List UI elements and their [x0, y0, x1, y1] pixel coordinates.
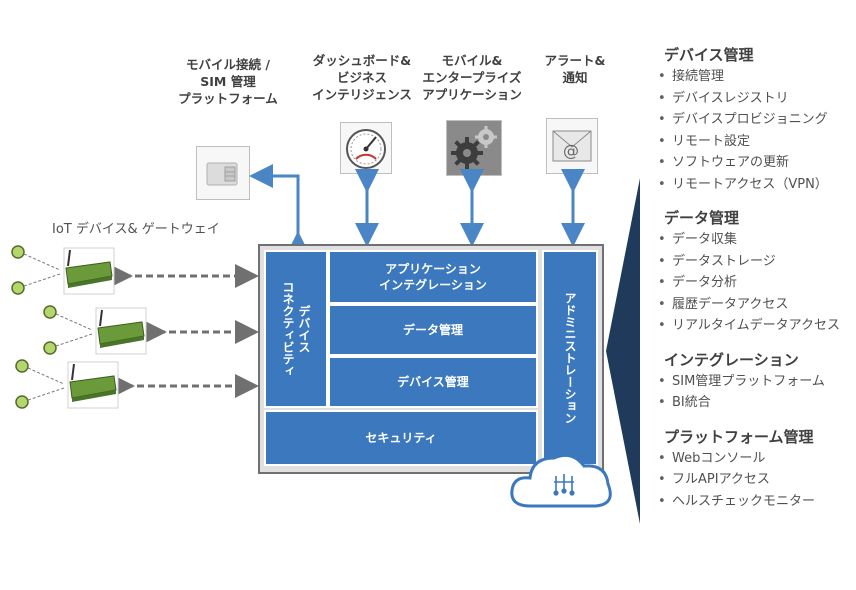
- list-item: リアルタイムデータアクセス: [658, 315, 854, 337]
- list-item: ソフトウェアの更新: [658, 152, 854, 174]
- label-mobile-enterprise: モバイル& エンタープライズ アプリケーション: [422, 53, 522, 102]
- block-device-management: デバイス管理: [328, 356, 538, 408]
- sim-card-icon: [196, 146, 250, 200]
- cloud-icon: [510, 453, 612, 508]
- iot-platform: デバイス コネクティビティ アプリケーション インテグレーション データ管理 デ…: [258, 244, 604, 474]
- list-item: デバイスレジストリ: [658, 88, 854, 110]
- label-mobile-connectivity: モバイル接続 / SIM 管理 プラットフォーム: [178, 57, 278, 106]
- section-title: インテグレーション: [664, 350, 799, 369]
- section-integration: インテグレーション SIM管理プラットフォーム BI統合: [658, 349, 854, 414]
- feature-panel: デバイス管理 接続管理 デバイスレジストリ デバイスプロビジョニング リモート設…: [658, 44, 854, 524]
- block-data-management: データ管理: [328, 304, 538, 356]
- router-icon-2: [43, 305, 147, 355]
- list-item: データストレージ: [658, 251, 854, 273]
- administration-label: アドミニストレーション: [563, 292, 577, 424]
- section-device-management: デバイス管理 接続管理 デバイスレジストリ デバイスプロビジョニング リモート設…: [658, 44, 854, 196]
- section-data-management: データ管理 データ収集 データストレージ データ分析 履歴データアクセス リアル…: [658, 207, 854, 337]
- list-item: Webコンソール: [658, 448, 854, 470]
- list-item: フルAPIアクセス: [658, 469, 854, 491]
- gears-icon: [446, 120, 502, 176]
- block-device-connectivity: デバイス コネクティビティ: [264, 250, 328, 408]
- mail-alert-icon: @: [546, 118, 598, 174]
- list-item: 接続管理: [658, 66, 854, 88]
- section-title: デバイス管理: [664, 46, 754, 64]
- list-item: リモートアクセス（VPN）: [658, 174, 854, 196]
- router-icon-3: [15, 359, 119, 409]
- iot-devices-label: IoT デバイス& ゲートウェイ: [52, 222, 220, 237]
- list-item: リモート設定: [658, 131, 854, 153]
- section-title: データ管理: [664, 209, 740, 227]
- section-title: プラットフォーム管理: [664, 427, 814, 446]
- list-item: BI統合: [658, 392, 854, 414]
- list-item: 履歴データアクセス: [658, 294, 854, 316]
- list-item: デバイスプロビジョニング: [658, 109, 854, 131]
- connector-arrows: [109, 164, 585, 398]
- at-sign: @: [563, 141, 579, 160]
- gauge-icon: [340, 122, 392, 174]
- label-dashboard-bi: ダッシュボード& ビジネス インテリジェンス: [312, 53, 412, 102]
- label-alert-notification: アラート& 通知: [544, 53, 606, 85]
- device-connectivity-label: デバイス コネクティビティ: [281, 281, 311, 377]
- block-administration: アドミニストレーション: [542, 250, 598, 466]
- block-app-integration: アプリケーション インテグレーション: [328, 250, 538, 304]
- router-icon-1: [11, 245, 115, 295]
- expansion-triangle: [606, 178, 640, 524]
- section-platform-management: プラットフォーム管理 Webコンソール フルAPIアクセス ヘルスチェックモニタ…: [658, 426, 854, 513]
- list-item: データ収集: [658, 229, 854, 251]
- block-security: セキュリティ: [264, 410, 538, 466]
- list-item: ヘルスチェックモニター: [658, 491, 854, 513]
- list-item: SIM管理プラットフォーム: [658, 371, 854, 393]
- list-item: データ分析: [658, 272, 854, 294]
